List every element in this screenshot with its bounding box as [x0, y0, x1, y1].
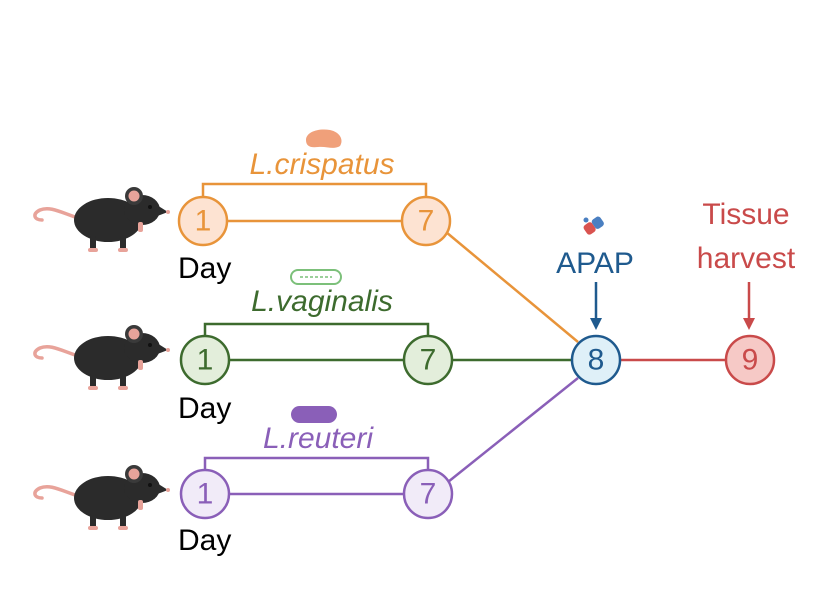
- treatment-bracket: [203, 456, 430, 482]
- day-node-start: [179, 468, 231, 520]
- day-node-end-label: 7: [420, 344, 437, 377]
- rod-bacterium-icon: [291, 406, 337, 423]
- mouse-icon: [33, 463, 172, 532]
- group-reuteri: L.reuteri 1 7 Day: [33, 377, 579, 557]
- day-node-end: [400, 195, 452, 247]
- day-node-start-label: 1: [195, 205, 212, 238]
- mouse-icon: [33, 185, 172, 254]
- treatment-bracket: [203, 322, 430, 344]
- bacterium-label-vaginalis: L.vaginalis: [251, 285, 393, 318]
- group-crispatus: L.crispatus 1 7 Day: [33, 129, 579, 343]
- day-node-harvest: [724, 334, 776, 386]
- group-vaginalis: L.vaginalis 1 7 Day: [33, 269, 572, 425]
- apap-event: APAP 8: [556, 216, 726, 386]
- arrow-down-icon: [590, 282, 602, 330]
- rod-bacterium-icon: [306, 129, 342, 148]
- bacterium-label-crispatus: L.crispatus: [249, 148, 394, 181]
- apap-label: APAP: [556, 247, 634, 280]
- day-node-end-label: 7: [418, 205, 435, 238]
- day-label: Day: [178, 252, 231, 285]
- day-node-end: [402, 468, 454, 520]
- day-node-start-label: 1: [197, 344, 214, 377]
- day-node-end: [402, 334, 454, 386]
- day-label: Day: [178, 392, 231, 425]
- arrow-down-icon: [743, 282, 755, 330]
- harvest-label-line1: Tissue: [702, 198, 789, 231]
- treatment-bracket: [201, 182, 428, 205]
- day-node-end-label: 7: [420, 478, 437, 511]
- day-node-harvest-label: 9: [742, 344, 759, 377]
- day-node-apap-label: 8: [588, 344, 605, 377]
- mouse-icon: [33, 323, 172, 392]
- rod-bacterium-icon: [290, 269, 342, 285]
- day-node-start-label: 1: [197, 478, 214, 511]
- day-node-start: [179, 334, 231, 386]
- day-node-start: [177, 195, 229, 247]
- pill-capsule-icon: [583, 216, 604, 235]
- harvest-label-line2: harvest: [697, 242, 796, 275]
- day-node-apap: [570, 334, 622, 386]
- harvest-event: Tissue harvest 9: [697, 198, 796, 386]
- connector-to-apap: [447, 377, 579, 483]
- bacterium-label-reuteri: L.reuteri: [263, 422, 374, 455]
- connector-to-apap: [445, 231, 579, 343]
- day-label: Day: [178, 524, 231, 557]
